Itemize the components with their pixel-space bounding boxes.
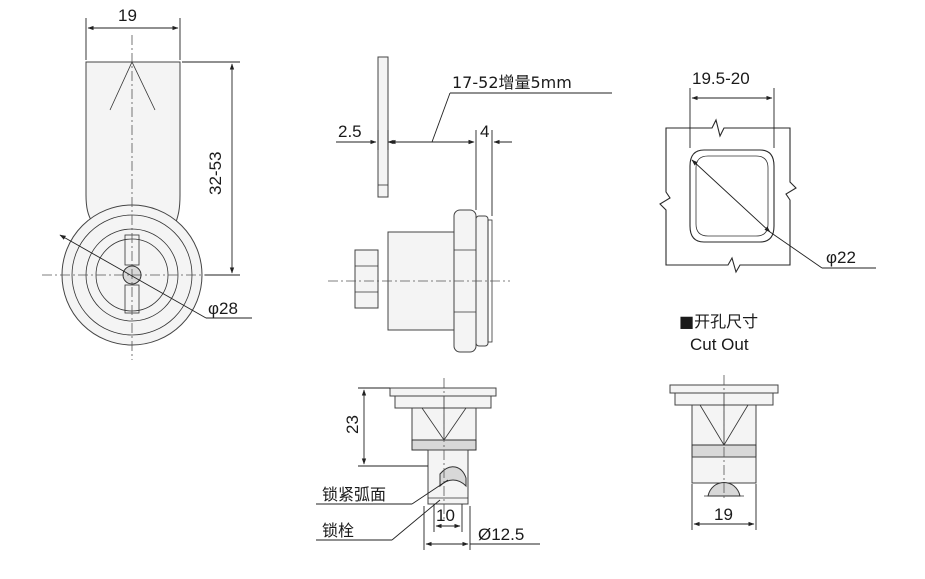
dim-bolt-10: 10 [436,506,455,525]
dim-height-23: 23 [343,415,362,434]
cutout-view: 19.5-20 φ22 ■开孔尺寸 Cut Out [659,69,876,354]
dim-width-19: 19 [118,6,137,25]
dim-diameter-28: φ28 [208,299,238,318]
cutout-inner [695,155,769,237]
bottom-flange-plate [389,387,497,397]
bottom-hex-nut [394,395,492,409]
bottom-right-view: 19 [669,375,779,530]
side-view: 2.5 17-52增量5mm 4 [328,56,612,353]
dim-flange-4: 4 [480,122,489,141]
dim-range-17-52: 17-52增量5mm [452,73,572,92]
dim-bolt-diameter: Ø12.5 [478,525,524,544]
note-locking-arc: 锁紧弧面 [322,485,386,504]
dim-plate-2-5: 2.5 [338,122,362,141]
cam-arm [85,61,181,223]
dim-br-width-19: 19 [714,505,733,524]
cutout-title-cn: ■开孔尺寸 [679,312,758,331]
dim-cutout-width: 19.5-20 [692,69,750,88]
dim-diameter-leader [59,234,207,319]
cam-plate [377,56,389,198]
bottom-view: 23 锁紧弧面 锁栓 10 Ø12.5 [316,378,540,550]
note-lock-bolt: 锁栓 [322,521,354,540]
end-nut [354,249,379,309]
cutout-hole [689,149,775,243]
cutout-title-en: Cut Out [690,335,749,354]
dim-height-32-53: 32-53 [206,152,225,195]
dim-cutout-diameter: φ22 [826,248,856,267]
dim-range-leader [431,92,451,143]
plate-outline [659,118,797,274]
front-view: 19 32-53 φ28 [42,6,252,360]
dim-cutout-diameter-line [691,159,771,233]
